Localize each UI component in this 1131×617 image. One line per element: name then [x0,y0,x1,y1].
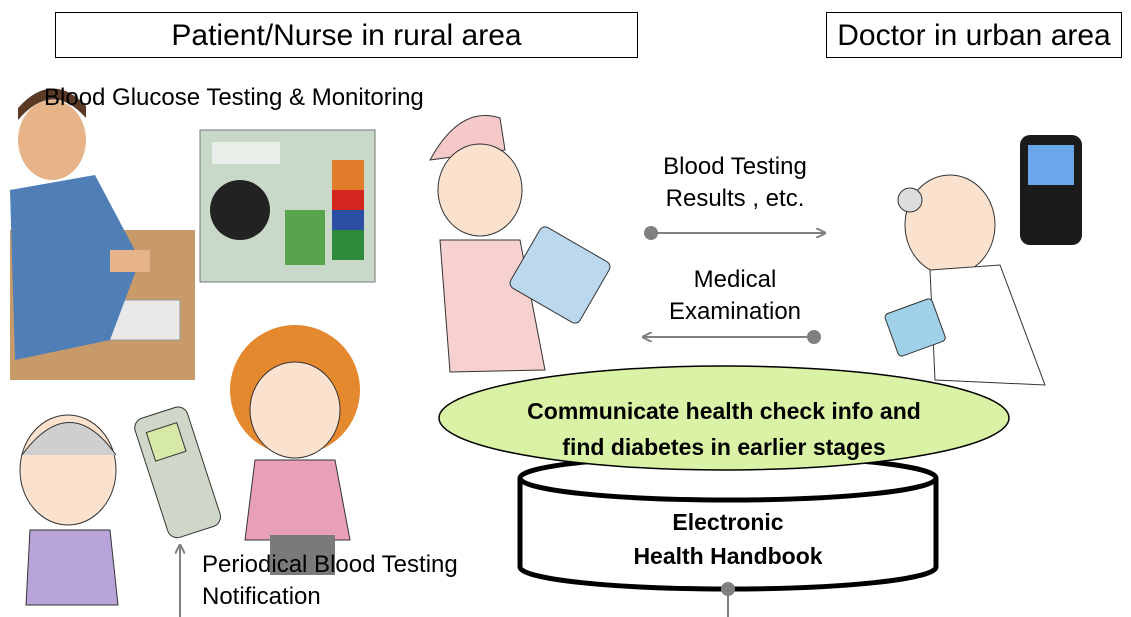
results-label-line1: Blood Testing [663,153,807,180]
nurse-with-tablet-icon [429,115,611,373]
doctor-with-tablet-icon [884,174,1046,386]
left-header-box: Patient/Nurse in rural area [55,12,638,58]
ellipse-text-line2: find diabetes in earlier stages [562,434,886,460]
results-arrow [644,226,824,240]
database-label-line1: Electronic [672,509,784,535]
ellipse-text-line1: Communicate health check info and [527,398,921,424]
notification-label: Periodical Blood Testing Notification [202,549,458,613]
exam-label-line2: Examination [668,298,802,325]
exam-arrow [644,330,821,344]
results-label: Blood Testing Results , etc. [625,151,845,215]
results-label-line2: Results , etc. [665,185,805,212]
summary-ellipse [438,365,1010,471]
patient-with-meter-icon [10,88,195,380]
notification-label-line2: Notification [202,583,321,610]
notification-label-line1: Periodical Blood Testing [202,551,458,578]
database-connector [721,582,735,617]
database-label-line2: Health Handbook [633,543,823,569]
exam-label: Medical Examination [625,264,845,328]
feature-phone-icon [134,406,221,539]
exam-label-line1: Medical [693,266,777,293]
elderly-man-icon [19,414,119,606]
database-label: Electronic Health Handbook [600,505,856,573]
left-header-label: Patient/Nurse in rural area [171,19,522,52]
right-header-box: Doctor in urban area [826,12,1122,58]
smartphone-icon [1020,135,1082,245]
glucose-meter-screen-icon [199,129,376,283]
right-header-label: Doctor in urban area [837,19,1111,52]
elderly-woman-icon [230,325,360,575]
ellipse-text: Communicate health check info and find d… [460,393,988,465]
glucose-testing-label: Blood Glucose Testing & Monitoring [44,84,424,111]
